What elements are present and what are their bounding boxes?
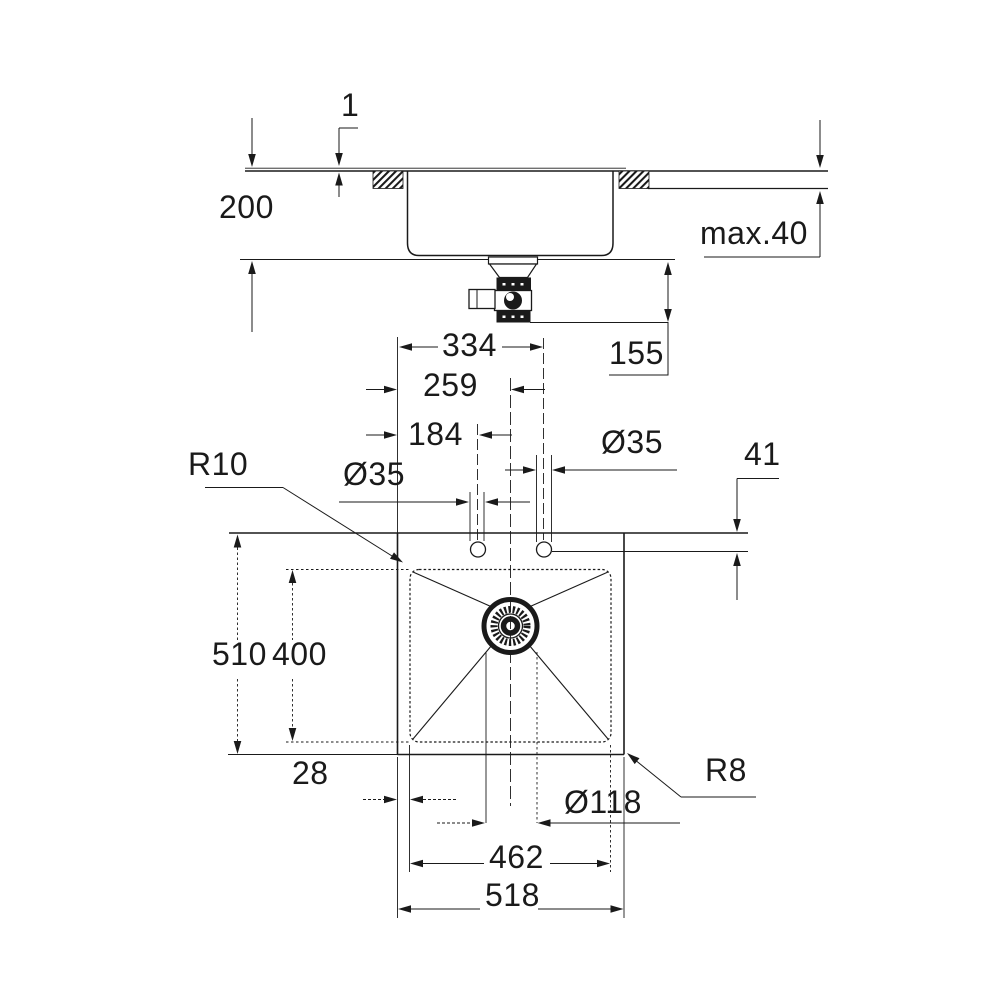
- radius-r10-label: R10: [188, 446, 249, 482]
- bowl-section-outline: [406, 171, 614, 257]
- dim-28-label: 28: [292, 755, 329, 791]
- dim-400-label: 400: [272, 636, 327, 672]
- dim-hole-right-lines: [505, 466, 677, 474]
- dim-184-label: 184: [408, 416, 463, 452]
- dim-510-lines: [233, 534, 242, 754]
- dim-41-label: 41: [744, 436, 781, 472]
- dim-drain-lines: [437, 819, 680, 827]
- dim-counter-thickness-lines: [704, 120, 824, 258]
- dim-462-lines: [410, 859, 610, 868]
- dim-drain-dia-label: Ø118: [564, 784, 642, 820]
- bowl-diagonals: [412, 571, 609, 740]
- radius-r8-label: R8: [705, 752, 747, 788]
- dim-depth-lines: [248, 118, 256, 332]
- side-view: [240, 118, 828, 376]
- dim-drain-height-lines: [530, 262, 672, 376]
- drain-trap: [468, 256, 539, 323]
- faucet-hole-left: [469, 541, 487, 558]
- dim-518-label: 518: [485, 877, 540, 913]
- dim-334-lines: [399, 343, 543, 351]
- dim-rim-lip-label: 1: [341, 87, 360, 123]
- faucet-hole-right: [535, 541, 553, 558]
- radius-r10-leader: [205, 487, 403, 563]
- dim-depth-label: 200: [219, 189, 274, 225]
- clamp-left: [372, 170, 404, 189]
- plan-view: [205, 337, 779, 918]
- dim-184-lines: [366, 431, 512, 439]
- dim-510-label: 510: [212, 636, 267, 672]
- dim-518-lines: [398, 905, 624, 913]
- clamp-right: [618, 170, 650, 189]
- radius-r8-leader: [627, 753, 756, 798]
- dim-462-label: 462: [489, 839, 544, 875]
- dim-400-lines: [288, 570, 297, 741]
- dim-334-label: 334: [442, 327, 497, 363]
- dim-41-lines: [733, 478, 779, 600]
- dim-counter-max-label: max.40: [700, 215, 808, 251]
- dim-259-lines: [366, 385, 545, 394]
- dim-hole-left-label: Ø35: [343, 456, 405, 492]
- dim-259-label: 259: [423, 367, 478, 403]
- dim-rim-lip-lines: [335, 127, 358, 197]
- dim-drain-height-label: 155: [609, 335, 664, 371]
- dim-28-lines: [363, 795, 458, 804]
- dim-hole-right-label: Ø35: [601, 424, 663, 460]
- dim-hole-left-lines: [339, 498, 530, 506]
